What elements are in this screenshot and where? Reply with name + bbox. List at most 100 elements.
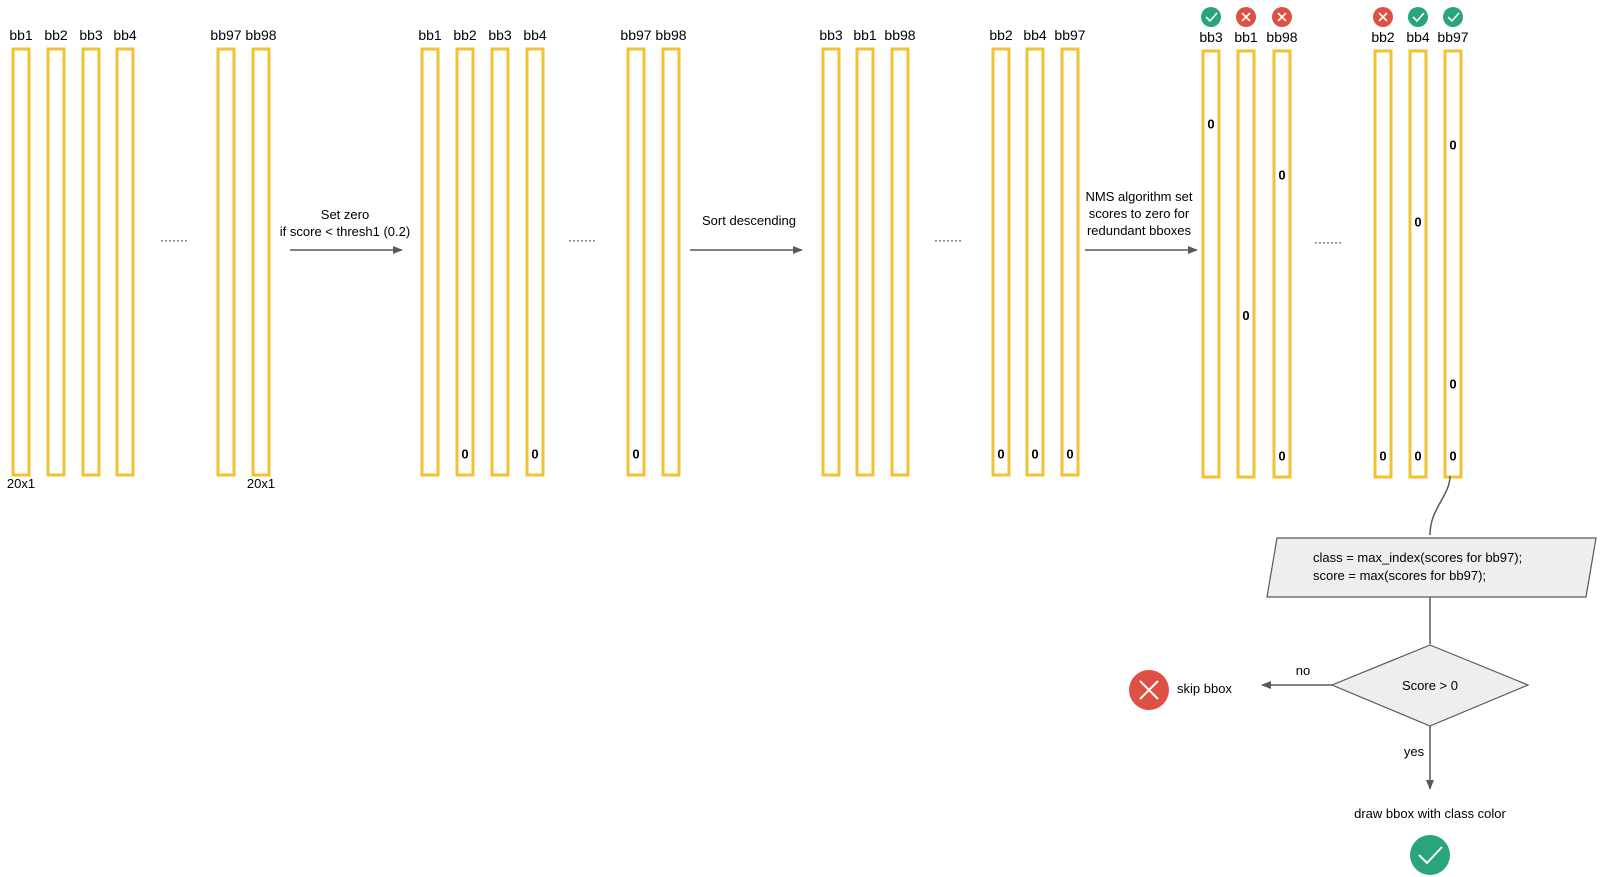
score-column-box: [1201, 49, 1221, 479]
ellipsis-3: ·······: [934, 233, 962, 247]
zero-score-marker: 0: [1449, 376, 1456, 391]
column-label: bb97: [1054, 27, 1085, 43]
score-column-bb2: bb2 0: [1371, 7, 1395, 479]
zero-score-marker: 0: [997, 447, 1004, 462]
score-column-box: [1236, 49, 1256, 479]
zero-score-marker: 0: [1414, 214, 1421, 229]
column-label: bb3: [79, 27, 103, 43]
column-label: bb1: [9, 27, 33, 43]
column-label: bb4: [113, 27, 137, 43]
score-column-bb1: bb1 20x1: [7, 27, 35, 491]
arrow-1-label-line-2: if score < thresh1 (0.2): [280, 224, 410, 239]
cross-icon: [1272, 7, 1292, 27]
score-column-box: [1443, 49, 1463, 479]
no-branch-label: no: [1296, 663, 1310, 678]
check-icon: [1443, 7, 1463, 27]
score-column-box: [1272, 49, 1292, 479]
bb97-to-process-connector: [1429, 475, 1451, 536]
vector-size-label: 20x1: [7, 476, 35, 491]
zero-score-marker: 0: [1031, 447, 1038, 462]
column-label: bb98: [884, 27, 915, 43]
zero-score-marker: 0: [632, 447, 639, 462]
column-label: bb98: [1266, 29, 1297, 45]
column-label: bb2: [1371, 29, 1395, 45]
column-label: bb98: [245, 27, 276, 43]
score-column-box: [81, 47, 101, 477]
score-column-bb2: bb2: [44, 27, 68, 477]
check-icon: [1408, 7, 1428, 27]
score-column-box: [1025, 47, 1045, 477]
ellipsis-4: ·······: [1314, 235, 1342, 249]
score-column-box: [115, 47, 135, 477]
column-label: bb3: [488, 27, 512, 43]
score-column-bb1: bb1: [853, 27, 877, 477]
score-column-bb4: bb4: [113, 27, 137, 477]
column-label: bb4: [1406, 29, 1430, 45]
score-column-box: [626, 47, 646, 477]
arrow-3-label-line-3: redundant bboxes: [1087, 223, 1192, 238]
score-column-box: [455, 47, 475, 477]
column-label: bb2: [44, 27, 68, 43]
score-column-bb97: bb97 0: [1054, 27, 1086, 477]
score-column-bb3: bb3: [819, 27, 843, 477]
column-label: bb97: [620, 27, 651, 43]
zero-score-marker: 0: [1278, 449, 1285, 464]
score-column-box: [1408, 49, 1428, 479]
column-label: bb1: [1234, 29, 1258, 45]
column-label: bb97: [210, 27, 241, 43]
score-column-bb4: bb4 0: [523, 27, 547, 477]
column-label: bb4: [523, 27, 547, 43]
zero-score-marker: 0: [1414, 449, 1421, 464]
zero-score-marker: 0: [1207, 116, 1214, 131]
arrow-2-label: Sort descending: [702, 213, 796, 228]
process-line-1: class = max_index(scores for bb97);: [1313, 550, 1522, 565]
score-column-box: [420, 47, 440, 477]
zero-score-marker: 0: [1449, 138, 1456, 153]
arrow-3-label-line-2: scores to zero for: [1089, 206, 1190, 221]
score-column-bb4: bb4 0 0: [1406, 7, 1430, 479]
column-label: bb1: [853, 27, 877, 43]
score-column-box: [661, 47, 681, 477]
skip-cross-icon: [1129, 670, 1169, 710]
score-column-bb3: bb3: [79, 27, 103, 477]
column-label: bb3: [819, 27, 843, 43]
cross-icon: [1373, 7, 1393, 27]
decision-label: Score > 0: [1402, 678, 1458, 693]
cross-icon: [1236, 7, 1256, 27]
score-column-box: [821, 47, 841, 477]
score-column-bb3: bb3: [488, 27, 512, 477]
zero-score-marker: 0: [1449, 449, 1456, 464]
column-label: bb2: [989, 27, 1013, 43]
score-column-box: [525, 47, 545, 477]
ellipsis-2: ·······: [568, 233, 596, 247]
column-label: bb1: [418, 27, 442, 43]
draw-bbox-label: draw bbox with class color: [1354, 806, 1506, 821]
process-box: [1266, 537, 1597, 598]
score-column-bb1: bb1 0: [1234, 7, 1258, 479]
column-label: bb98: [655, 27, 686, 43]
score-column-bb97: bb97 0: [620, 27, 652, 477]
column-label: bb4: [1023, 27, 1047, 43]
score-column-box: [490, 47, 510, 477]
score-column-box: [991, 47, 1011, 477]
score-column-bb98: bb98 20x1: [245, 27, 276, 491]
zero-score-marker: 0: [1242, 308, 1249, 323]
score-column-box: [216, 47, 236, 477]
zero-score-marker: 0: [531, 447, 538, 462]
zero-score-marker: 0: [1379, 449, 1386, 464]
arrow-3-label-line-1: NMS algorithm set: [1086, 189, 1193, 204]
score-column-bb98: bb98: [884, 27, 916, 477]
score-column-box: [251, 47, 271, 477]
yes-branch-label: yes: [1404, 744, 1425, 759]
zero-score-marker: 0: [1066, 447, 1073, 462]
arrow-1-label-line-1: Set zero: [321, 207, 369, 222]
vector-size-label: 20x1: [247, 476, 275, 491]
score-column-box: [1373, 49, 1393, 479]
score-column-box: [855, 47, 875, 477]
